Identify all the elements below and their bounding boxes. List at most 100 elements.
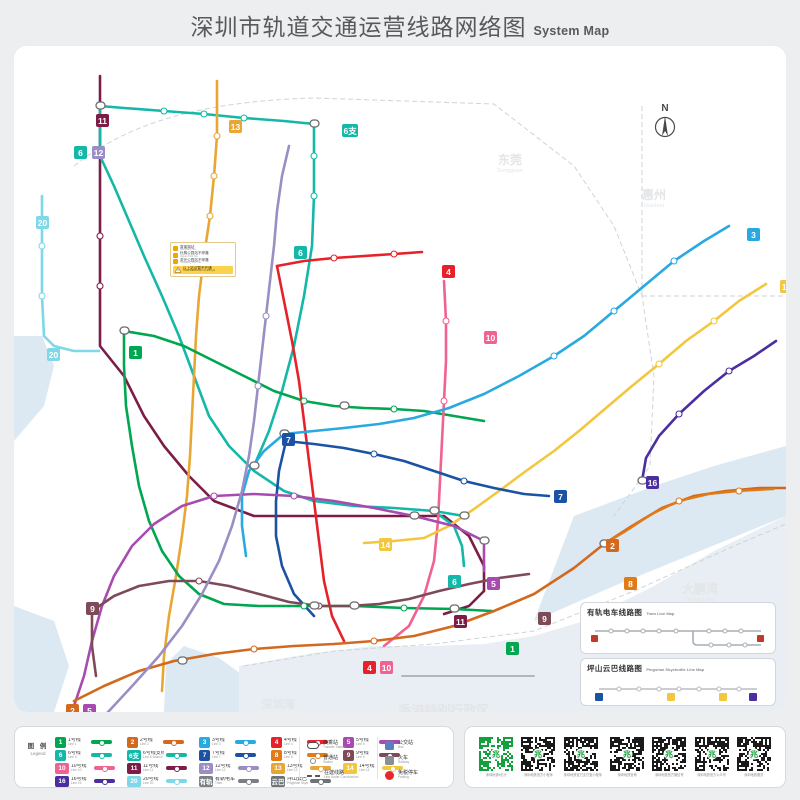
qr-code-caption: 深圳地铁官方微信号 <box>655 773 684 778</box>
tram-line-inset: 有轨电车线路图 Tram Line Map <box>580 602 776 654</box>
line-badge-11[interactable]: 11 <box>454 615 467 628</box>
line-badge-1[interactable]: 1 <box>506 642 519 655</box>
qr-code-item[interactable]: 兆深圳地铁官方支付宝小程序 <box>563 736 602 778</box>
line-badge-4[interactable]: 4 <box>442 265 455 278</box>
line-badge-2[interactable]: 2 <box>66 704 79 712</box>
legend-line-swatch <box>91 752 112 759</box>
line-badge-11[interactable]: 11 <box>96 114 109 127</box>
line-badge-12[interactable]: 12 <box>92 146 105 159</box>
under-construction-icon <box>307 774 320 777</box>
qr-code-item[interactable]: 兆深圳地铁e出行 <box>479 736 514 778</box>
line-badge-4[interactable]: 4 <box>363 661 376 674</box>
line-badge-14[interactable]: 14 <box>379 538 392 551</box>
line-badge-icon: 云巴 <box>271 775 285 787</box>
railway-icon <box>385 756 394 765</box>
line-badge-8[interactable]: 8 <box>624 577 637 590</box>
legend-line-swatch <box>163 739 184 746</box>
line-badge-13[interactable]: 13 <box>229 120 242 133</box>
notice-warning: 以上站点暂不开通 These stations are not open yet <box>173 265 233 274</box>
line-badge-2[interactable]: 2 <box>606 539 619 552</box>
svg-text:兆: 兆 <box>577 749 585 759</box>
line-badge-16[interactable]: 16 <box>646 476 659 489</box>
legend-line-swatch <box>166 752 187 759</box>
map-canvas[interactable]: 东莞 Dongguan 惠州 Huizhou 大鹏湾 Dapeng Bay 深圳… <box>14 46 786 712</box>
line-badge-5[interactable]: 5 <box>487 577 500 590</box>
qr-code-caption: 深圳地铁服务 <box>744 773 764 778</box>
qr-code-caption: 深圳地铁官博 <box>617 773 637 778</box>
line-badge-icon: 2 <box>127 736 138 748</box>
line-badge-1[interactable]: 1 <box>129 346 142 359</box>
line-badge-20[interactable]: 20 <box>47 348 60 361</box>
line-badge-9[interactable]: 9 <box>86 602 99 615</box>
line-badge-icon: 3 <box>199 736 210 748</box>
qr-code-item[interactable]: 兆深圳地铁服务 <box>736 736 771 778</box>
line-badge-6[interactable]: 6 <box>294 246 307 259</box>
notice-marker-icon <box>173 252 178 258</box>
qr-code-item[interactable]: 兆深圳地铁官方小程序 <box>521 736 556 777</box>
qr-code-item[interactable]: 兆深圳地铁官博 <box>610 736 645 778</box>
line-badge-6支[interactable]: 6支 <box>342 124 359 137</box>
qr-code-caption: 深圳地铁官方支付宝小程序 <box>563 773 602 778</box>
qr-code-item[interactable]: 兆深圳地铁官方微信号 <box>652 736 687 778</box>
compass-rose: N <box>654 104 676 145</box>
line-badge-7[interactable]: 7 <box>554 490 567 503</box>
line-badge-20[interactable]: 20 <box>36 216 49 229</box>
regular-station-icon <box>310 757 316 764</box>
line-badge-3[interactable]: 3 <box>747 228 760 241</box>
line-badge-9[interactable]: 9 <box>538 612 551 625</box>
legend-line-swatch <box>235 752 256 759</box>
qr-code-item[interactable]: 兆深圳地铁官方公众号 <box>694 736 729 777</box>
line-badge-icon: 11 <box>127 762 141 774</box>
line-badge-10[interactable]: 10 <box>380 661 393 674</box>
legend-line-swatch <box>310 778 331 785</box>
line-badge-5[interactable]: 5 <box>83 704 96 712</box>
warning-text-cn: 以上站点暂不开通 <box>183 265 212 270</box>
line-badge-14[interactable]: 14 <box>780 280 786 293</box>
qr-code-caption: 深圳地铁e出行 <box>485 773 507 778</box>
line-badge-7[interactable]: 7 <box>282 433 295 446</box>
legend-line-swatch <box>238 778 259 785</box>
line-badge-icon: 14 <box>343 762 357 774</box>
legend-line-swatch <box>166 778 187 785</box>
line-badge-6[interactable]: 6 <box>448 575 461 588</box>
svg-text:兆: 兆 <box>708 749 716 759</box>
notice-item: 杜鹃公园站不停靠 Dujuan Park Sta. <box>173 251 233 258</box>
line-badge-6[interactable]: 6 <box>74 146 87 159</box>
line-badge-10[interactable]: 10 <box>484 331 497 344</box>
metro-network-diagram[interactable] <box>14 46 786 712</box>
skyshuttle-inset-title: 坪山云巴线路图 Pingshan Skyshuttle Line Map <box>587 664 705 673</box>
